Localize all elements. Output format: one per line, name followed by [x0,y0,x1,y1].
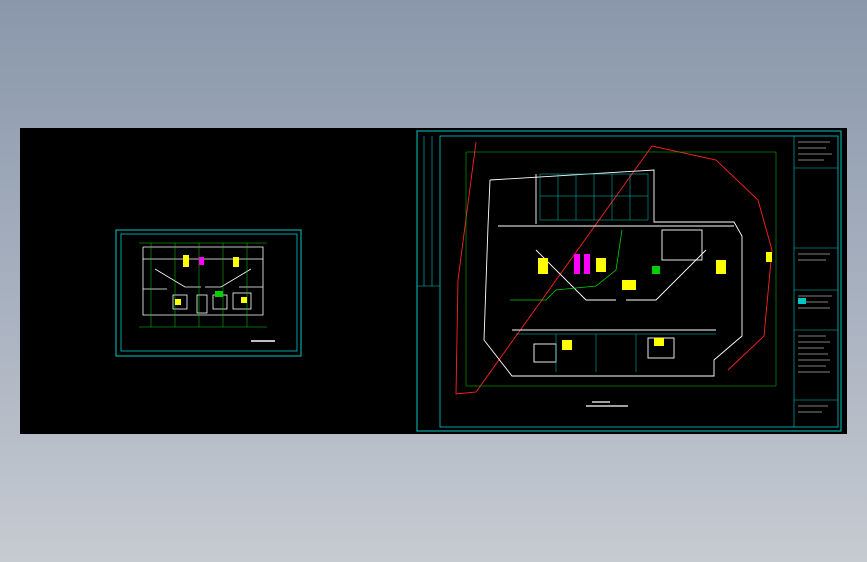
plan-fixtures [538,252,772,350]
title-block-text-lines [798,141,832,413]
small-plan-grid [139,242,267,328]
parking-stalls [516,173,716,372]
title-block [793,136,838,427]
small-plan-fixtures [175,255,247,305]
revision-strip [417,136,440,287]
large-floor-plan-sheet[interactable] [416,130,843,433]
green-routing-line [510,229,623,301]
small-sheet-outer-frame [115,229,302,357]
site-boundary-line [455,141,773,395]
large-sheet-inner-frame [439,135,839,428]
small-floor-plan-sheet[interactable] [115,229,303,357]
drawing-title-lines [586,401,628,407]
small-building-plan [142,246,264,316]
title-block-logo [798,298,806,304]
large-sheet-outer-frame [416,130,842,432]
axis-grid [465,151,777,387]
small-sheet-inner-frame [120,233,298,352]
basement-plan [483,169,743,377]
cad-canvas[interactable] [20,128,847,434]
